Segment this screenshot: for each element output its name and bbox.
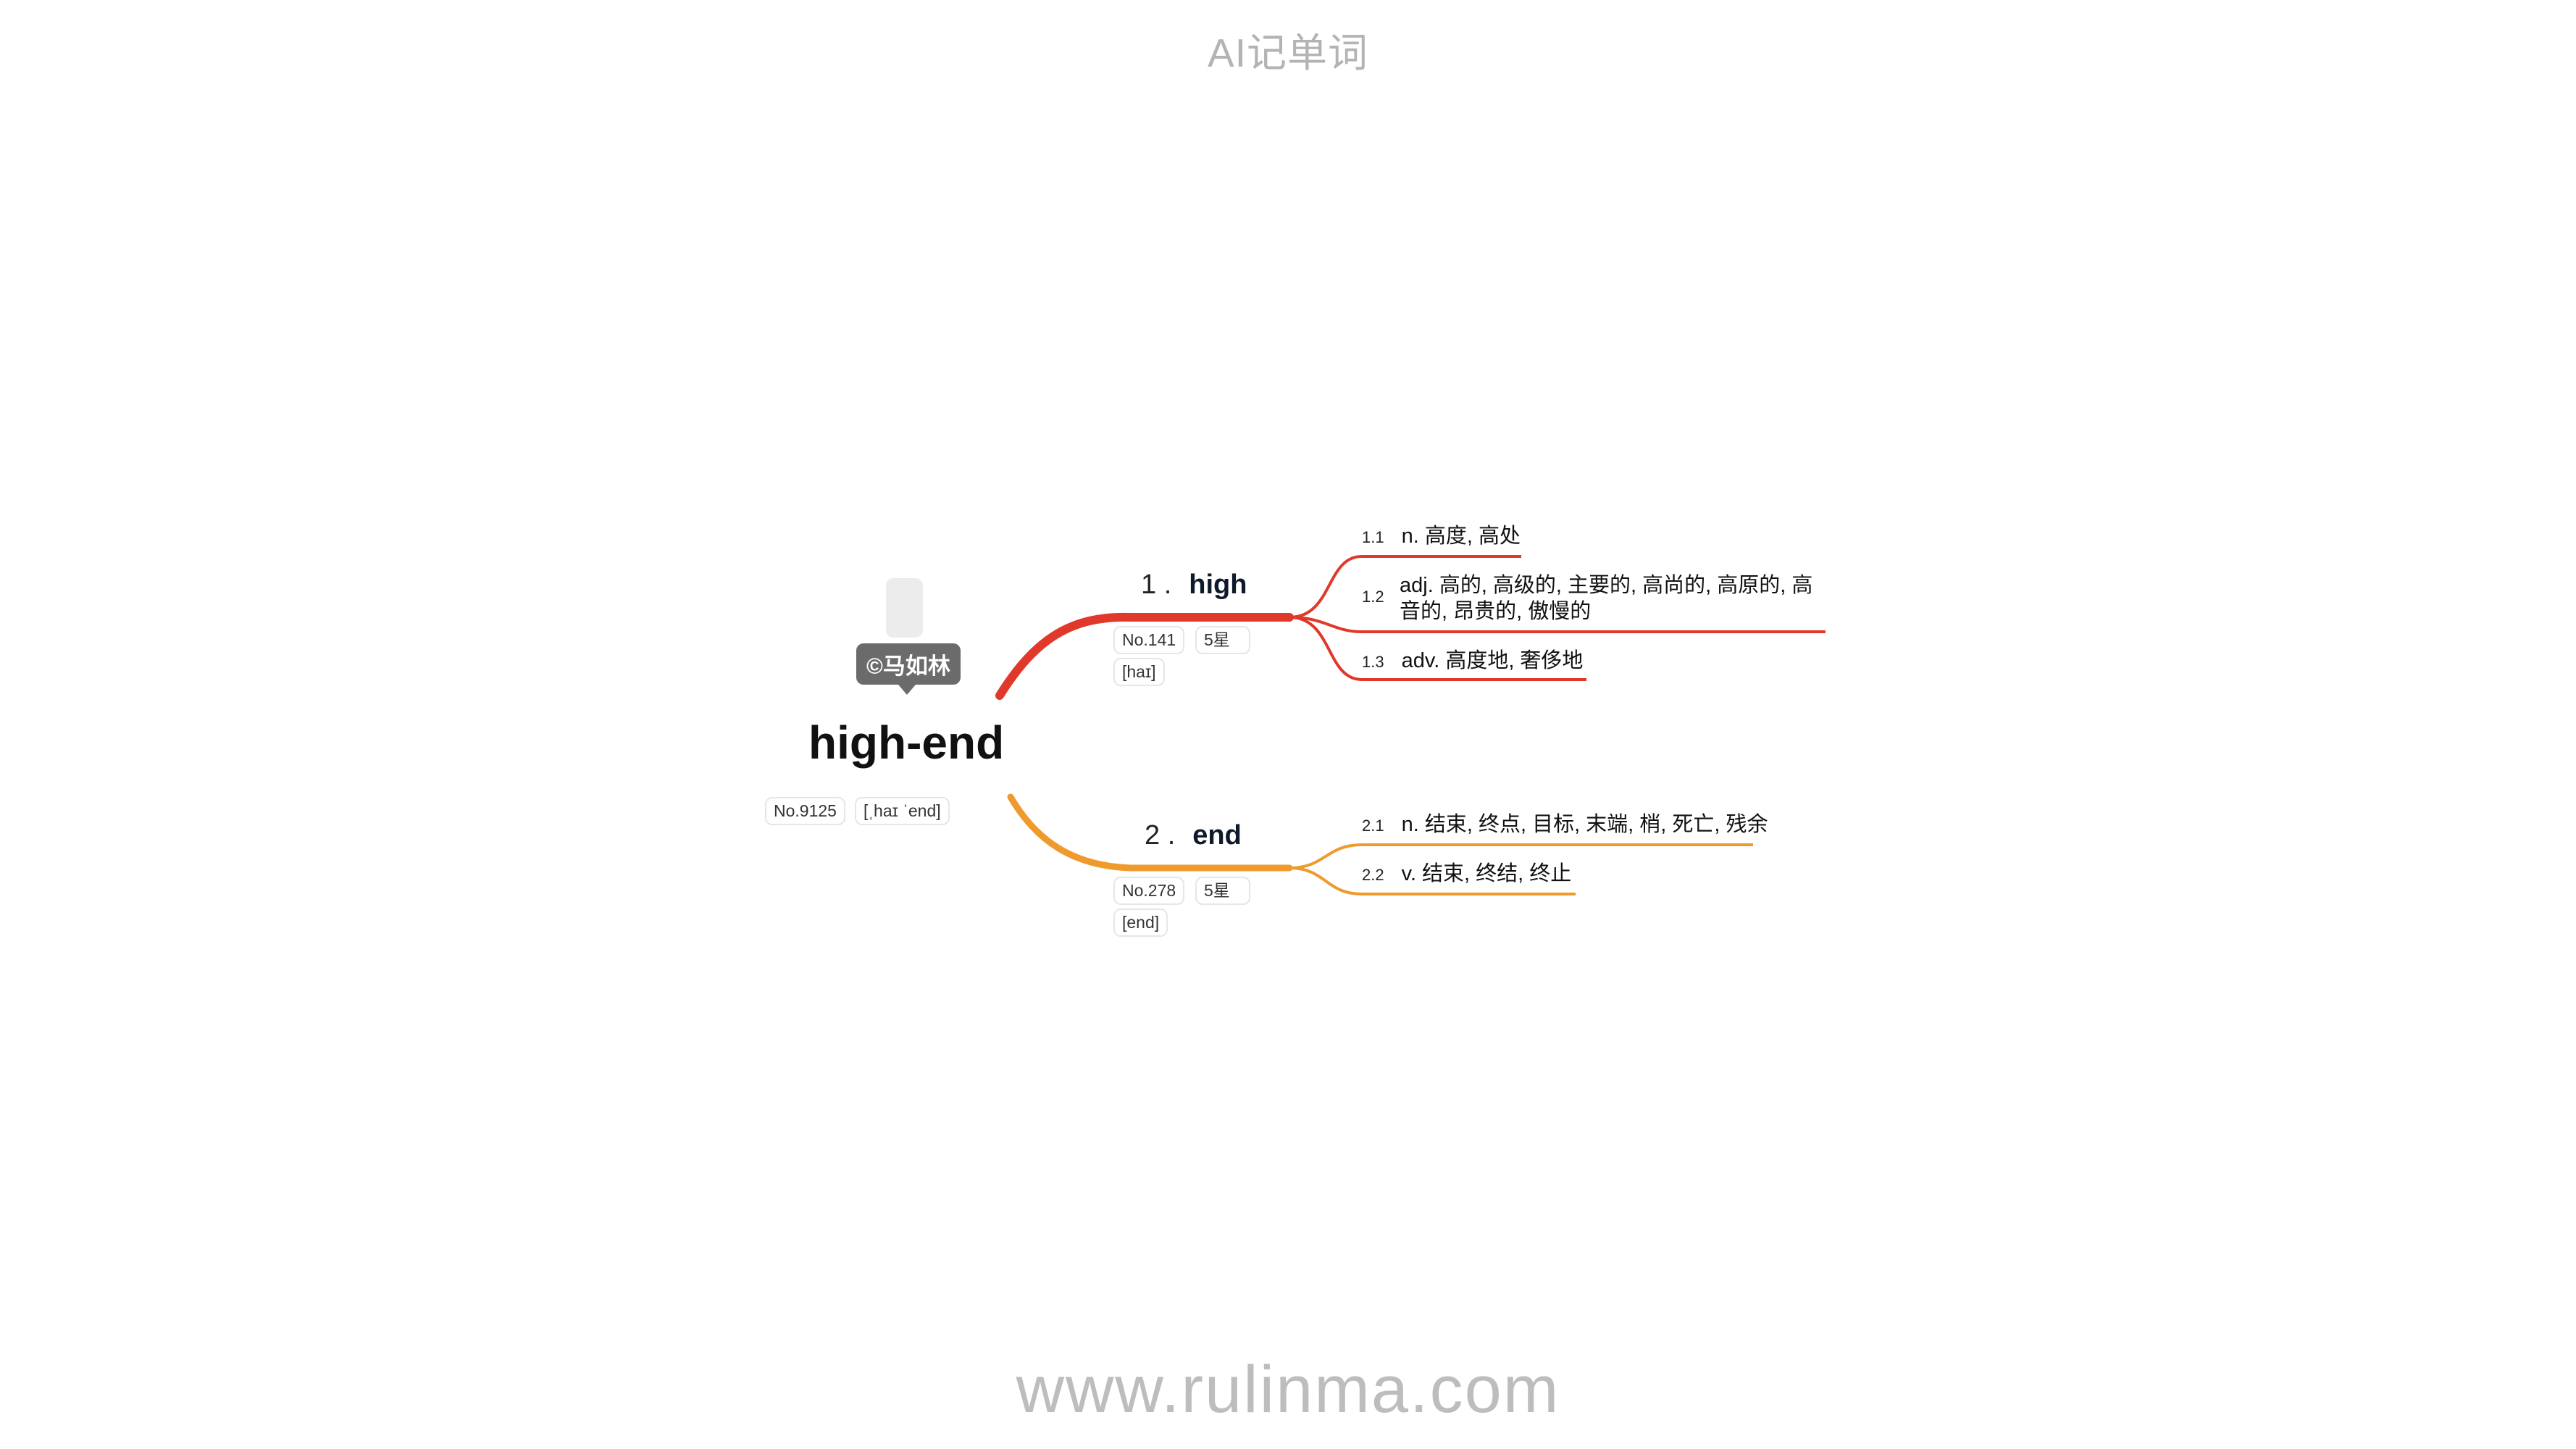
edge-root-branch2 (1007, 793, 1293, 872)
meaning-index: 2.1 (1362, 817, 1384, 835)
branch-index: 2 . (1145, 820, 1176, 851)
branch-1-stars-tag: 5星 (1195, 626, 1250, 654)
meaning-text: v. 结束, 终结, 终止 (1401, 862, 1572, 885)
edge-branch2-leaf1 (1289, 843, 1753, 869)
meaning-2-2[interactable]: 2.2 v. 结束, 终结, 终止 (1362, 861, 1571, 887)
root-word: high-end (808, 717, 1005, 769)
meaning-index: 1.3 (1362, 653, 1384, 671)
branch-2-stars-tag: 5星 (1195, 877, 1250, 905)
branch-index: 1 . (1141, 569, 1172, 600)
meaning-text: n. 高度, 高处 (1401, 525, 1521, 548)
meaning-1-3[interactable]: 1.3 adv. 高度地, 奢侈地 (1362, 648, 1583, 674)
edge-branch1-leaf3 (1289, 616, 1586, 681)
branch-1-label[interactable]: 1 . high (1141, 569, 1247, 601)
edge-branch1-leaf1 (1289, 555, 1521, 619)
meaning-1-1[interactable]: 1.1 n. 高度, 高处 (1362, 523, 1521, 549)
branch-1-phonetic-tag: [haɪ] (1113, 658, 1165, 686)
root-image-placeholder (886, 578, 923, 638)
meaning-index: 2.2 (1362, 866, 1384, 884)
meaning-text: adv. 高度地, 奢侈地 (1401, 649, 1584, 672)
meaning-1-2[interactable]: 1.2 adj. 高的, 高级的, 主要的, 高尚的, 高原的, 高音的, 昂贵… (1362, 572, 1826, 625)
branch-1-number-tag: No.141 (1113, 626, 1185, 654)
meaning-index: 1.2 (1362, 588, 1384, 606)
branch-2-phonetic-tag: [end] (1113, 909, 1168, 937)
page-title: AI记单词 (1208, 30, 1368, 75)
copyright-pointer (898, 685, 916, 695)
branch-2-label[interactable]: 2 . end (1145, 820, 1242, 851)
root-phonetic-tag: [ˌhaɪ ˈend] (855, 797, 950, 825)
branch-word: high (1189, 569, 1247, 600)
meaning-text: adj. 高的, 高级的, 主要的, 高尚的, 高原的, 高音的, 昂贵的, 傲… (1400, 574, 1813, 623)
meaning-index: 1.1 (1362, 528, 1384, 546)
branch-word: end (1192, 820, 1242, 851)
edge-root-branch1 (995, 612, 1294, 700)
branch-2-number-tag: No.278 (1113, 877, 1185, 905)
meaning-2-1[interactable]: 2.1 n. 结束, 终点, 目标, 末端, 梢, 死亡, 残余 (1362, 811, 1768, 838)
footer-url[interactable]: www.rulinma.com (1016, 1353, 1560, 1427)
root-number-tag: No.9125 (765, 797, 845, 825)
copyright-label: ©马如林 (856, 643, 961, 685)
meaning-text: n. 结束, 终点, 目标, 末端, 梢, 死亡, 残余 (1401, 813, 1768, 836)
edge-branch2-leaf2 (1289, 867, 1576, 895)
copyright-badge: ©马如林 (856, 643, 961, 695)
